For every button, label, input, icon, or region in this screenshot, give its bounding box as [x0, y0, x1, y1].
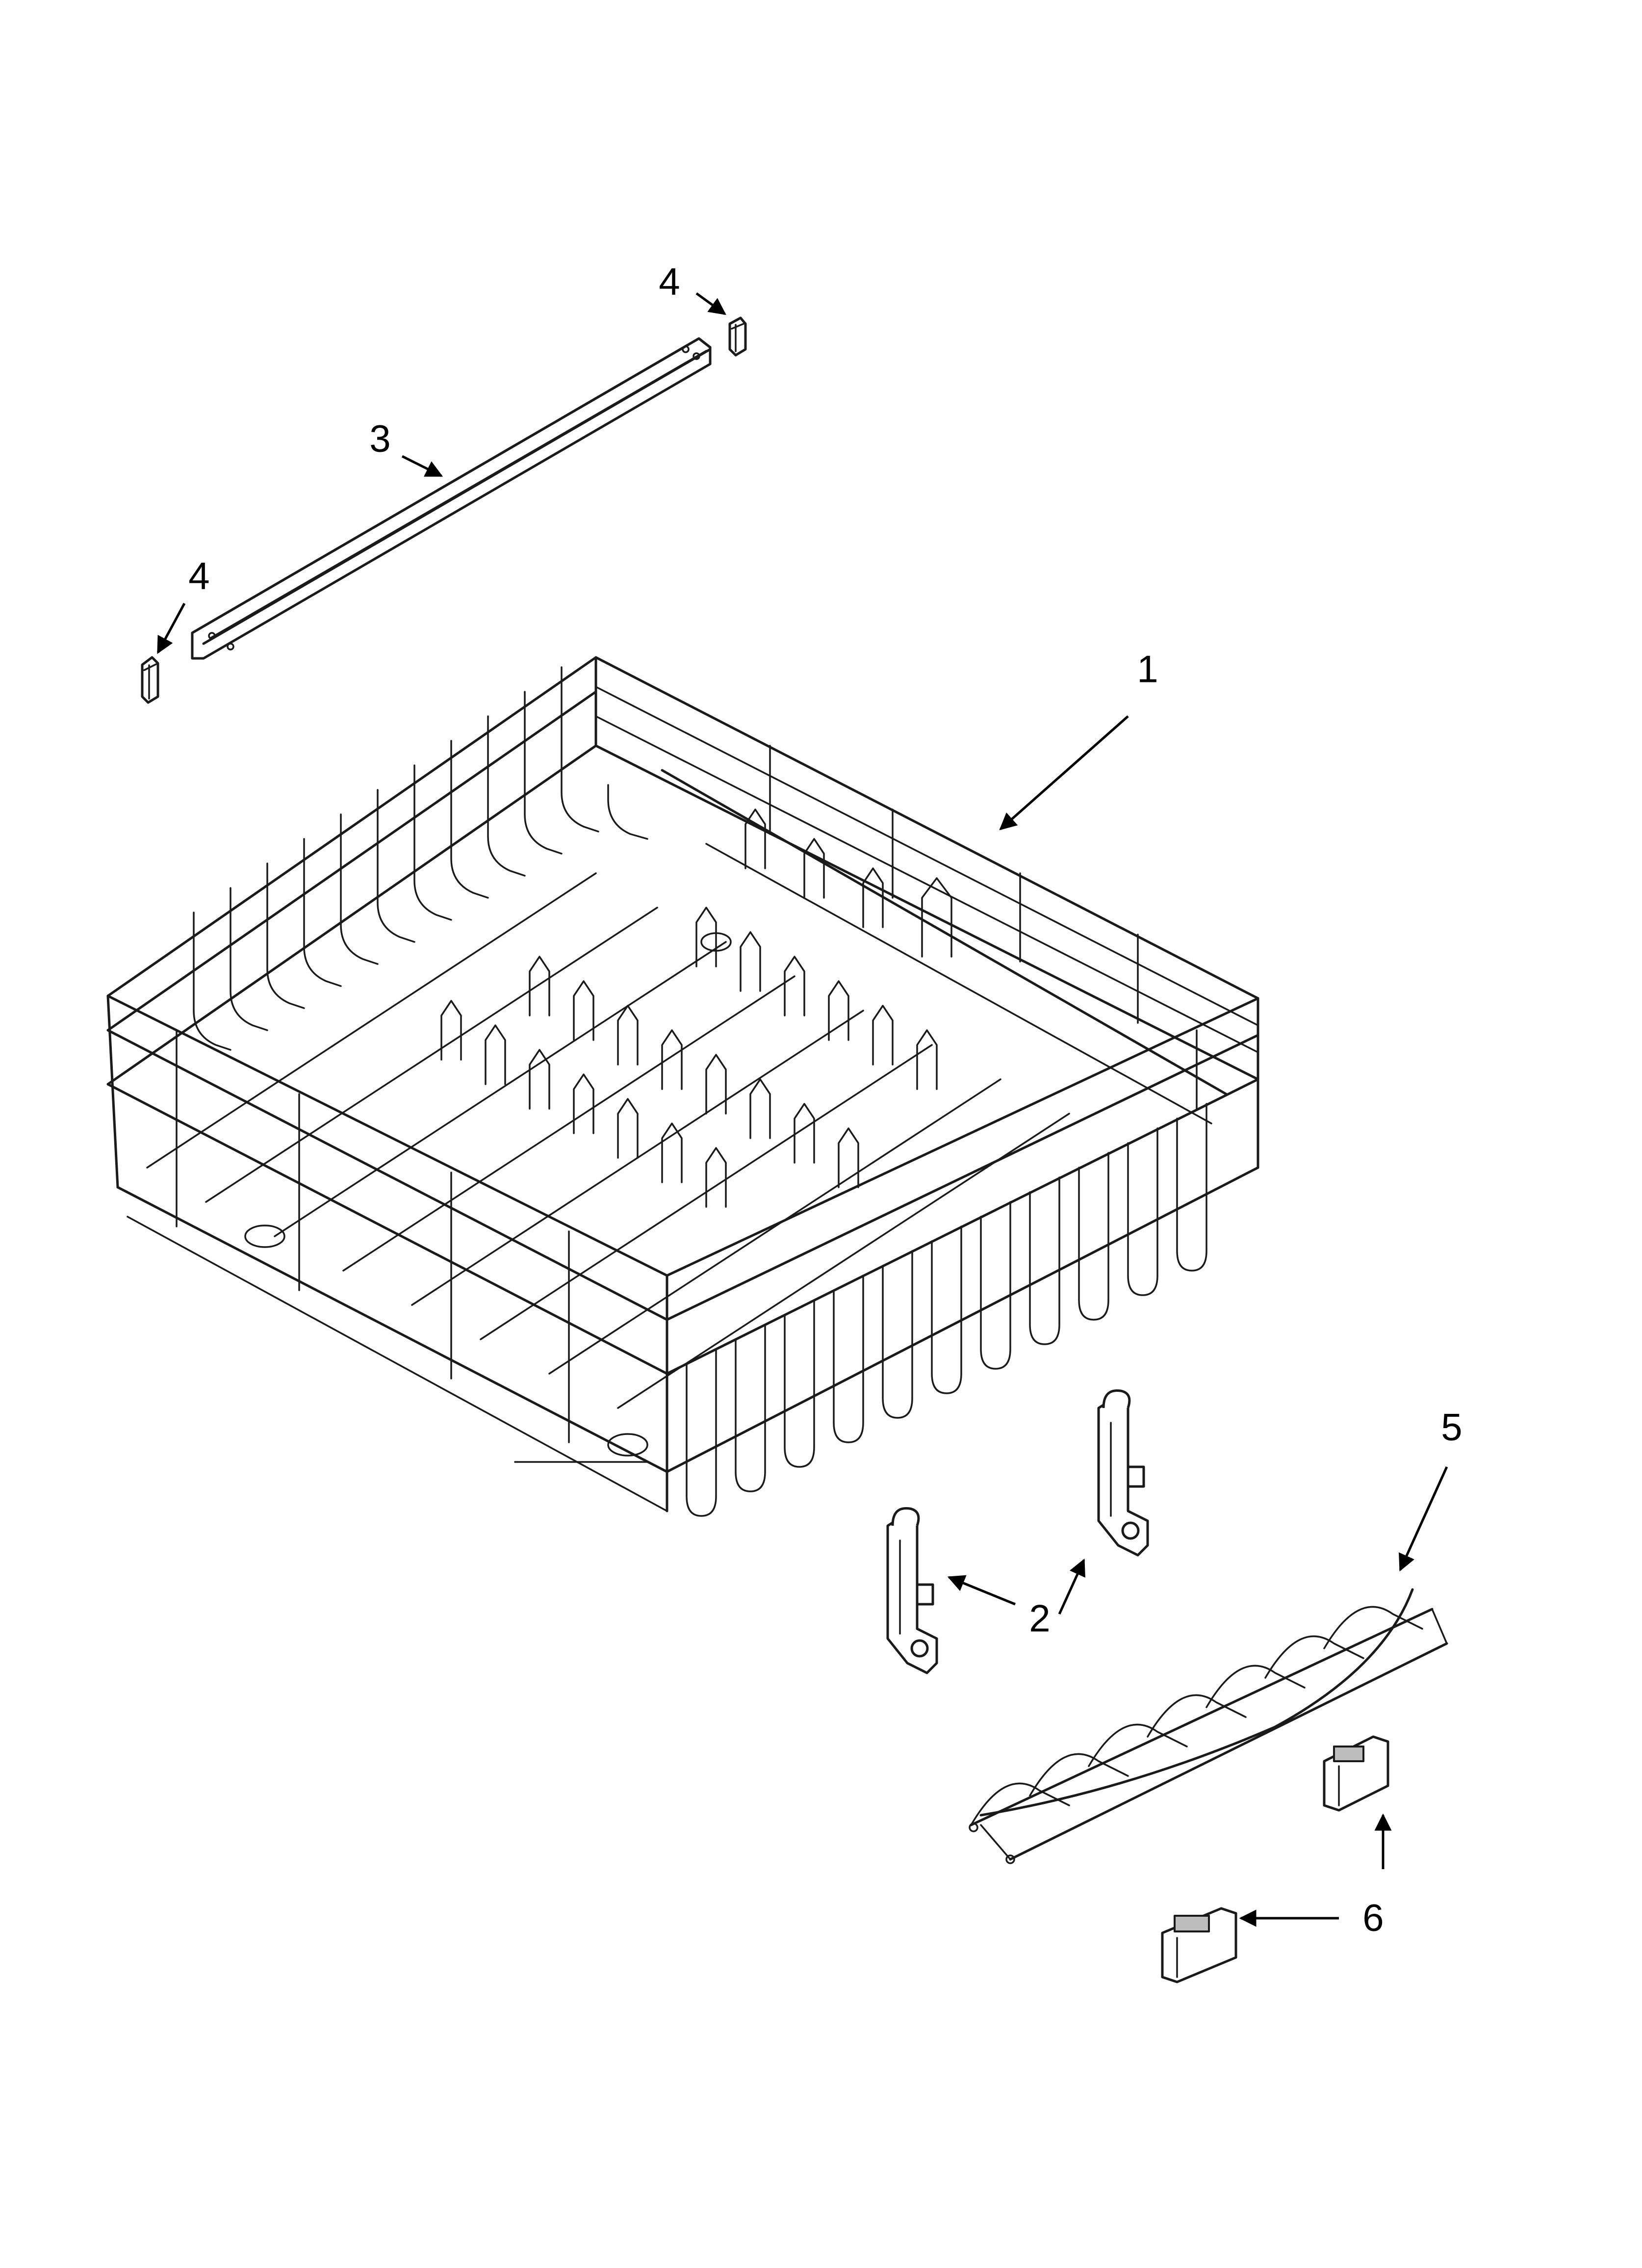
leader-4b: [156, 602, 186, 654]
callout-3: 3: [369, 417, 390, 460]
callout-4-left: 4: [188, 554, 209, 598]
rack-adjuster-upper: [1097, 1389, 1149, 1557]
callout-5: 5: [1441, 1406, 1462, 1449]
rail-end-cap-right: [728, 316, 747, 357]
rail-end-cap-left: [141, 656, 159, 704]
callout-6: 6: [1362, 1896, 1384, 1939]
leader-5: [1399, 1466, 1448, 1572]
leader-3: [401, 455, 443, 477]
leader-4a: [695, 292, 726, 315]
rack-adjuster-lower: [886, 1507, 938, 1674]
rail-part: [191, 337, 712, 660]
callout-4-top: 4: [659, 260, 680, 303]
upper-rack-part: [106, 656, 1259, 1517]
shelf-clip-lower: [1161, 1907, 1237, 1983]
leader-2a: [1058, 1558, 1085, 1615]
callout-2: 2: [1029, 1597, 1050, 1640]
callout-1: 1: [1137, 648, 1158, 691]
leader-1: [999, 715, 1129, 831]
cup-shelf-part: [969, 1588, 1448, 1864]
leader-2b: [947, 1575, 1016, 1606]
shelf-clip-upper: [1323, 1735, 1389, 1812]
